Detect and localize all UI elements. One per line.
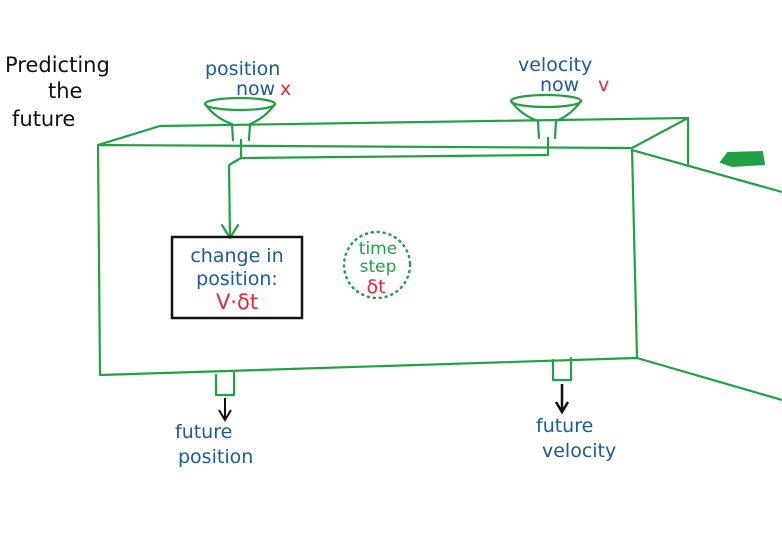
position-funnel (203, 96, 277, 142)
pipe-to-box (227, 156, 243, 239)
title: Predicting the future (5, 53, 110, 131)
velocity-output-pipe (551, 356, 573, 382)
future-velocity-line2: velocity (542, 440, 616, 462)
future-velocity-line1: future (536, 415, 593, 437)
velocity-label: velocity (518, 54, 592, 76)
position-output-pipe (214, 371, 236, 397)
machine-box (96, 116, 782, 402)
top-face (96, 116, 690, 150)
timestep-line2: step (360, 257, 397, 277)
future-position-line2: position (178, 446, 253, 468)
velocity-funnel (509, 93, 583, 140)
title-line: Predicting (5, 53, 110, 77)
position-now-label: now (236, 78, 275, 100)
velocity-symbol: v (598, 74, 609, 96)
box-formula: V·δt (216, 290, 258, 314)
title-line: the (48, 79, 82, 103)
down-arrow-icon (218, 398, 232, 422)
future-position-line1: future (175, 421, 232, 443)
timestep-circle (342, 230, 412, 300)
position-symbol: x (280, 78, 291, 100)
internal-pipe (239, 136, 550, 160)
change-in-position-box (170, 235, 304, 320)
side-bottom-edge (635, 356, 782, 402)
position-label: position (205, 58, 280, 80)
title-line: future (12, 107, 75, 131)
side-top-edge (630, 148, 782, 194)
box-line2: position: (196, 268, 278, 290)
timestep-line1: time (359, 239, 397, 259)
timestep-symbol: δt (366, 276, 385, 298)
down-arrow-icon (554, 384, 570, 415)
velocity-now-label: now (540, 74, 579, 96)
side-knob (719, 150, 766, 168)
box-line1: change in (190, 245, 283, 267)
